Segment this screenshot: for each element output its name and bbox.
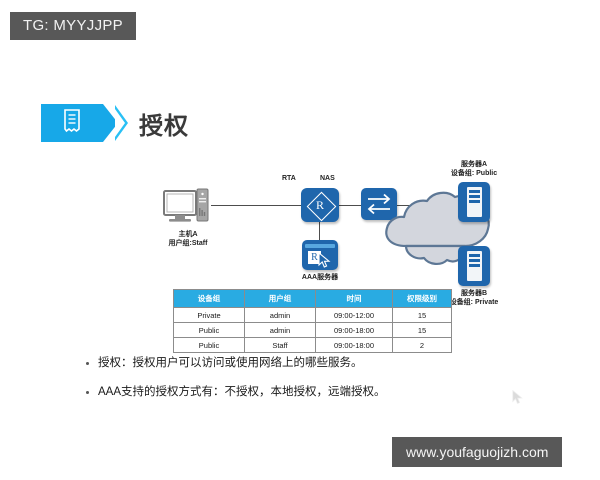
host-name: 主机A	[178, 231, 198, 238]
router-glyph: R	[315, 197, 324, 212]
bullet-dot-icon	[86, 362, 89, 365]
server-b-group: 设备组: Private	[449, 299, 499, 307]
table-row: Public admin 09:00-18:00 15	[173, 322, 452, 338]
router-label-nas: NAS	[320, 175, 335, 182]
server-a-face	[467, 187, 482, 217]
server-a-group: 设备组: Public	[450, 170, 498, 178]
title-chevron-inner-icon	[115, 109, 125, 137]
page-title: 授权	[41, 104, 189, 142]
switch-icon	[361, 188, 397, 220]
wire-host-router	[211, 205, 303, 207]
mouse-cursor-icon	[512, 389, 523, 410]
bullet-dot-icon	[86, 391, 89, 395]
site-watermark: www.youfaguojizh.com	[392, 437, 563, 467]
list-item: 授权：授权用户可以访问或使用网络上的哪些服务。	[86, 355, 526, 371]
router-label-rta: RTA	[282, 175, 296, 182]
list-item: AAA支持的授权方式有：不授权，本地授权，远端授权。	[86, 384, 526, 400]
table-header-user-group: 用户组	[244, 289, 316, 308]
aaa-server-label: AAA服务器	[301, 274, 339, 281]
cell-level: 15	[392, 307, 452, 323]
cell-user-group: Staff	[244, 337, 316, 353]
server-a-slot-3	[469, 200, 480, 203]
server-icon-b	[458, 246, 490, 286]
server-b-slot-2	[469, 259, 480, 262]
cell-time: 09:00-18:00	[315, 337, 393, 353]
cursor-arrow-icon	[318, 251, 332, 273]
wire-router-switch	[338, 205, 363, 207]
cell-device-group: Public	[173, 337, 245, 353]
cell-level: 2	[392, 337, 452, 353]
aaa-server-bar	[305, 244, 335, 248]
bullet-text-1: 授权：授权用户可以访问或使用网络上的哪些服务。	[98, 357, 363, 369]
router-icon: R	[301, 188, 339, 222]
page-title-text: 授权	[139, 112, 189, 140]
network-diagram: 主机A 用户组:Staff RTA NAS R R AAA服务器	[0, 150, 600, 306]
bullet-list: 授权：授权用户可以访问或使用网络上的哪些服务。 AAA支持的授权方式有：不授权，…	[86, 355, 526, 413]
server-a-name: 服务器A	[460, 161, 488, 168]
desktop-pc-icon	[163, 188, 211, 228]
server-b-slot-3	[469, 264, 480, 267]
cell-level: 15	[392, 322, 452, 338]
table-header-time: 时间	[315, 289, 393, 308]
table-row: Private admin 09:00-12:00 15	[173, 307, 452, 323]
table-row: Public Staff 09:00-18:00 2	[173, 337, 452, 353]
aaa-server-icon: R	[302, 240, 338, 270]
tg-badge: TG: MYYJJPP	[10, 12, 136, 40]
title-banner	[41, 104, 118, 142]
wire-router-aaa	[319, 220, 321, 242]
server-b-slot-1	[469, 254, 480, 257]
table-header-row: 设备组 用户组 时间 权限级别	[173, 289, 452, 308]
wire-switch-cloud	[396, 205, 416, 207]
permission-table: 设备组 用户组 时间 权限级别 Private admin 09:00-12:0…	[173, 289, 452, 353]
table-header-level: 权限级别	[392, 289, 452, 308]
server-a-slot-2	[469, 195, 480, 198]
table-header-device-group: 设备组	[173, 289, 245, 308]
host-group: 用户组:Staff	[168, 240, 208, 248]
host-label: 主机A 用户组:Staff	[143, 230, 233, 249]
cell-user-group: admin	[244, 322, 316, 338]
cell-device-group: Public	[173, 322, 245, 338]
cell-time: 09:00-12:00	[315, 307, 393, 323]
server-b-label: 服务器B 设备组: Private	[418, 289, 530, 308]
aaa-server-glyph: R	[308, 251, 321, 264]
bullet-text-2: AAA支持的授权方式有：不授权，本地授权，远端授权。	[98, 386, 386, 399]
server-b-face	[467, 251, 482, 281]
server-a-label: 服务器A 设备组: Public	[418, 160, 530, 179]
cell-user-group: admin	[244, 307, 316, 323]
server-icon-a	[458, 182, 490, 222]
document-icon	[62, 108, 82, 138]
cell-device-group: Private	[173, 307, 245, 323]
cell-time: 09:00-18:00	[315, 322, 393, 338]
server-a-slot-1	[469, 190, 480, 193]
server-b-name: 服务器B	[460, 290, 488, 297]
